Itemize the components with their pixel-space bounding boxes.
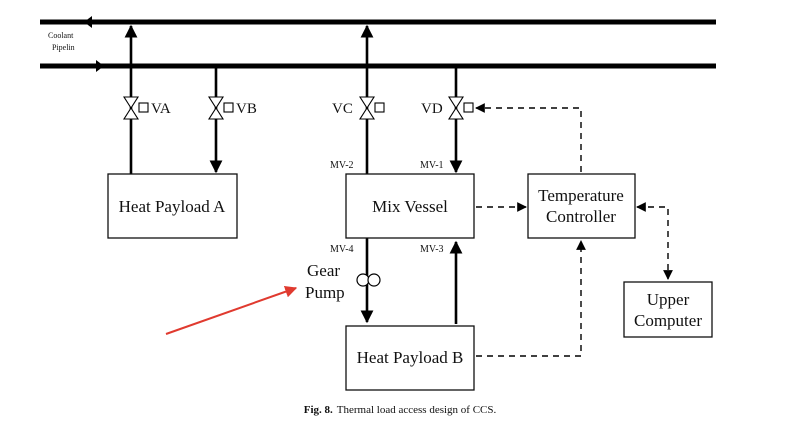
port-mv3-label: MV-3: [420, 244, 444, 255]
heat-payload-a-box: [107, 173, 238, 239]
valve-vb-icon: [207, 96, 234, 120]
mix-vessel-box: [345, 173, 475, 239]
port-mv4-label: MV-4: [330, 244, 354, 255]
upper-computer-label-line2: Computer: [634, 311, 702, 330]
temperature-controller-box: [527, 173, 636, 239]
valve-vb-label: VB: [236, 101, 257, 117]
figure-caption: Fig. 8.Thermal load access design of CCS…: [0, 404, 800, 416]
coolant-pipeline-top: [40, 16, 716, 28]
valve-va-label: VA: [151, 101, 171, 117]
port-mv1-label: MV-1: [420, 160, 444, 171]
heat-payload-b-label: Heat Payload B: [357, 348, 464, 367]
gear-pump-label-line1: Gear: [307, 261, 340, 280]
pipeline-label-line2: Pipelin: [52, 43, 75, 52]
temperature-controller-label-line2: Controller: [546, 207, 616, 226]
signal-controller-upper-computer: [636, 202, 673, 280]
signal-payloadb-to-controller: [476, 240, 586, 357]
heat-payload-b-box: [345, 325, 475, 391]
heat-payload-a-label: Heat Payload A: [119, 197, 226, 216]
upper-computer-box: [623, 281, 713, 338]
valve-vc-label: VC: [332, 101, 353, 117]
figure-caption-text: Thermal load access design of CCS.: [336, 404, 497, 416]
gear-pump-label-line2: Pump: [305, 283, 345, 302]
mix-vessel-label: Mix Vessel: [372, 197, 448, 216]
temperature-controller-label-line1: Temperature: [538, 186, 624, 205]
upper-computer-label-line1: Upper: [647, 290, 690, 309]
valve-va-icon: [122, 96, 149, 120]
valve-vd-label: VD: [421, 101, 443, 117]
coolant-pipeline-bottom: [40, 60, 716, 72]
annotation-arrow: [165, 285, 298, 335]
valve-vc-icon: [358, 96, 385, 120]
valve-vd-icon: [447, 96, 474, 120]
gear-pump-icon: [356, 273, 381, 287]
figure-caption-label: Fig. 8.: [303, 404, 333, 416]
port-mv2-label: MV-2: [330, 160, 354, 171]
signal-controller-to-vd: [475, 103, 582, 172]
pipeline-label-line1: Coolant: [48, 31, 74, 40]
